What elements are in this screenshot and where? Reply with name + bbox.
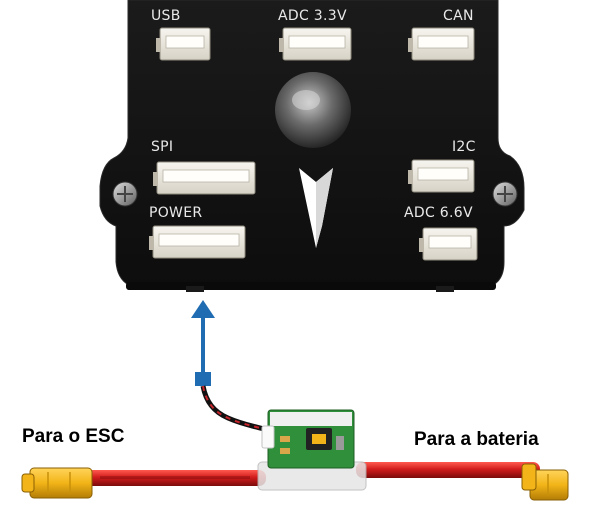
- adc33-connector: [279, 27, 352, 61]
- power-module: [257, 409, 367, 491]
- i2c-label: I2C: [452, 139, 476, 155]
- can-connector: [408, 27, 475, 61]
- screw-left: [112, 181, 138, 207]
- power-wire: [86, 462, 540, 486]
- screw-right: [492, 181, 518, 207]
- arrow-up-icon: [191, 300, 215, 386]
- usb-connector: [156, 27, 211, 61]
- spi-connector: [153, 161, 256, 195]
- adc33-label: ADC 3.3V: [278, 8, 347, 24]
- center-dome: [275, 72, 351, 148]
- xt60-connector-right: [521, 463, 569, 501]
- spi-label: SPI: [151, 139, 174, 155]
- caption-to-battery: Para a bateria: [414, 429, 539, 450]
- usb-label: USB: [151, 8, 181, 24]
- power-label: POWER: [149, 205, 203, 221]
- can-label: CAN: [443, 8, 474, 24]
- adc66-connector: [419, 227, 478, 261]
- i2c-connector: [408, 159, 475, 193]
- power-connector: [149, 225, 246, 259]
- xt60-connector-left: [21, 467, 93, 499]
- adc66-label: ADC 6.6V: [404, 205, 473, 221]
- signal-cable: [200, 385, 275, 435]
- caption-to-esc: Para o ESC: [22, 426, 125, 447]
